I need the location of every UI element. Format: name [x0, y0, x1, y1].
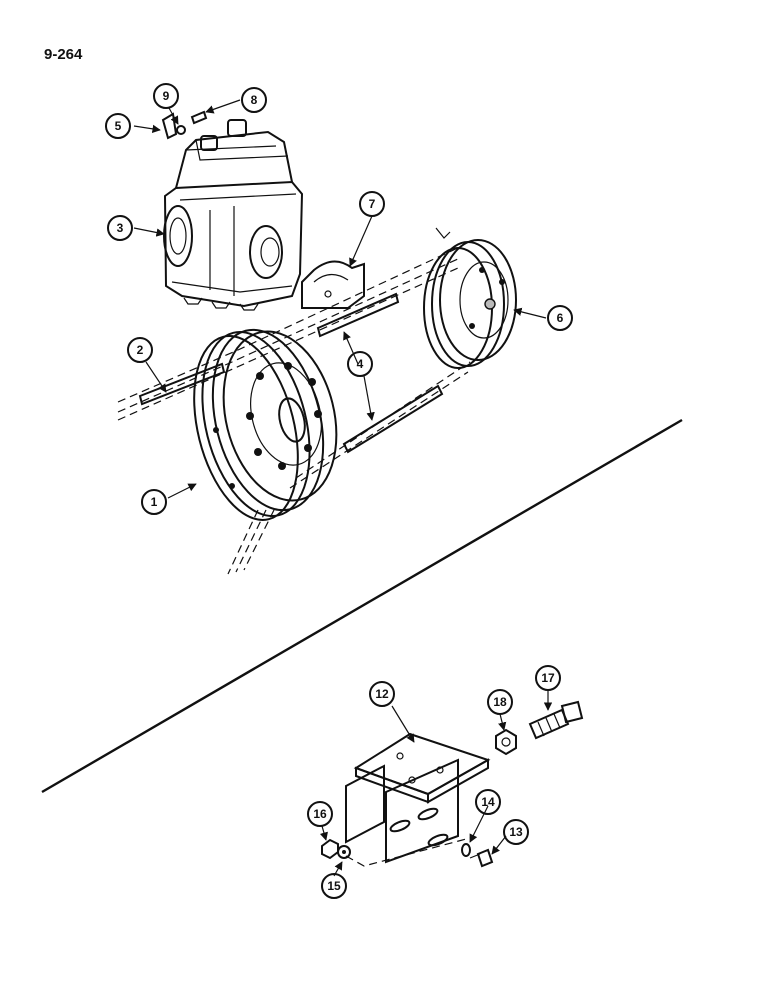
- callout-5-label: 5: [115, 119, 122, 133]
- section-divider-line: [41, 418, 683, 794]
- callout-4: 4: [347, 351, 373, 377]
- callout-17-label: 17: [541, 671, 555, 685]
- idler-pulley: [423, 227, 517, 369]
- nut-part-18: [495, 728, 517, 756]
- callout-5: 5: [105, 113, 131, 139]
- callout-13-label: 13: [509, 825, 523, 839]
- callout-1: 1: [141, 489, 167, 515]
- washer-part-14: [461, 843, 471, 857]
- callout-14: 14: [475, 789, 501, 815]
- callout-7-label: 7: [369, 197, 376, 211]
- callout-4-label: 4: [357, 357, 364, 371]
- bolt-part-13: [469, 848, 494, 868]
- callout-16-label: 16: [313, 807, 327, 821]
- compressor: [163, 119, 304, 311]
- screw-part-8: [190, 110, 208, 125]
- assembly-dashline: [345, 837, 471, 867]
- callout-12-label: 12: [375, 687, 389, 701]
- washer-part-15: [337, 845, 351, 859]
- callout-8-label: 8: [251, 93, 258, 107]
- bolt-part-17: [528, 700, 584, 740]
- callout-13: 13: [503, 819, 529, 845]
- callout-6-label: 6: [557, 311, 564, 325]
- callout-17: 17: [535, 665, 561, 691]
- callout-8: 8: [241, 87, 267, 113]
- callout-9: 9: [153, 83, 179, 109]
- callout-16: 16: [307, 801, 333, 827]
- callout-2: 2: [127, 337, 153, 363]
- belt-4: [316, 292, 444, 454]
- callout-9-label: 9: [163, 89, 170, 103]
- callout-14-label: 14: [481, 795, 495, 809]
- bracket-part-5: [161, 112, 178, 140]
- belt-shield: [301, 260, 365, 309]
- callout-15-label: 15: [327, 879, 341, 893]
- callout-2-label: 2: [137, 343, 144, 357]
- callout-1-label: 1: [151, 495, 158, 509]
- callout-12: 12: [369, 681, 395, 707]
- page-number: 9-264: [44, 46, 83, 63]
- callout-18: 18: [487, 689, 513, 715]
- callout-3-label: 3: [117, 221, 124, 235]
- belt-2: [138, 362, 226, 406]
- mounting-bracket: [345, 732, 491, 864]
- nut-part-9: [176, 125, 186, 135]
- leader-lines: [133, 99, 553, 877]
- callout-3: 3: [107, 215, 133, 241]
- callout-7: 7: [359, 191, 385, 217]
- callout-15: 15: [321, 873, 347, 899]
- nut-part-16: [321, 838, 339, 860]
- callout-18-label: 18: [493, 695, 507, 709]
- callout-6: 6: [547, 305, 573, 331]
- drive-pulley: [193, 328, 338, 521]
